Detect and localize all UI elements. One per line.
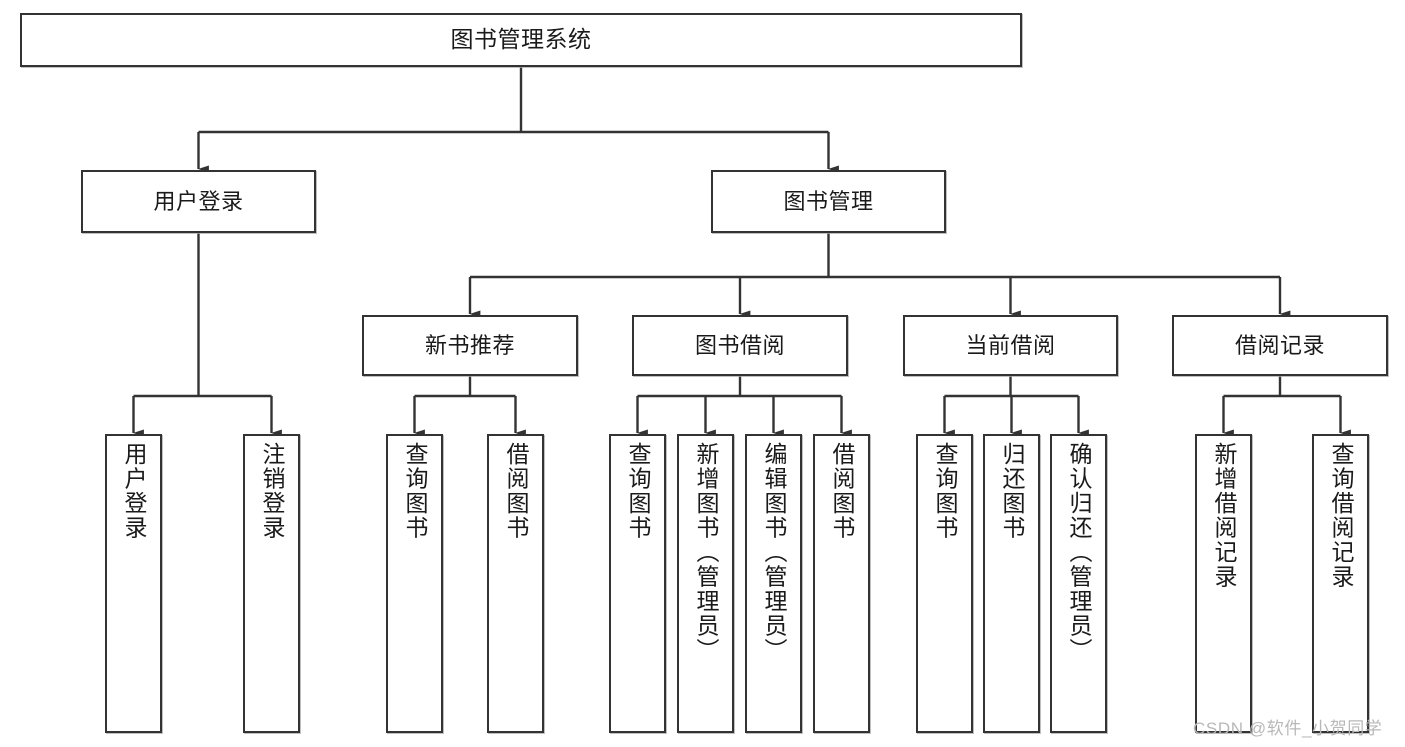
leaf-user-login[interactable]: 用户登录: [105, 434, 162, 733]
node-label: 确认归还（管理员）: [1066, 442, 1092, 663]
node-label: 当前借阅: [965, 332, 1056, 358]
node-label: 查询借阅记录: [1328, 442, 1354, 589]
node-borrowing-record[interactable]: 借阅记录: [1172, 315, 1388, 376]
node-label: 图书管理系统: [450, 26, 592, 53]
node-label: 注销登录: [259, 442, 285, 540]
node-label: 新增借阅记录: [1211, 442, 1237, 589]
node-label: 新增图书（管理员）: [693, 442, 719, 663]
leaf-add-book-admin[interactable]: 新增图书（管理员）: [677, 434, 734, 733]
csdn-watermark: CSDN @软件_小贺同学: [1193, 719, 1383, 738]
leaf-query-book-3[interactable]: 查询图书: [916, 434, 973, 733]
node-label: 用户登录: [121, 442, 147, 540]
node-book-management[interactable]: 图书管理: [711, 170, 946, 233]
node-label: 查询图书: [402, 442, 428, 540]
node-book-management-system[interactable]: 图书管理系统: [20, 13, 1022, 67]
leaf-add-borrow-record[interactable]: 新增借阅记录: [1195, 434, 1252, 733]
leaf-confirm-return-admin[interactable]: 确认归还（管理员）: [1050, 434, 1107, 733]
leaf-logout[interactable]: 注销登录: [243, 434, 300, 733]
node-label: 查询图书: [625, 442, 651, 540]
node-label: 借阅记录: [1234, 332, 1325, 358]
node-label: 新书推荐: [424, 332, 515, 358]
node-label: 用户登录: [153, 188, 244, 214]
node-label: 编辑图书（管理员）: [761, 442, 787, 663]
node-current-borrowing[interactable]: 当前借阅: [903, 315, 1118, 376]
node-label: 图书管理: [783, 188, 874, 214]
node-user-login[interactable]: 用户登录: [81, 170, 316, 233]
node-book-borrowing[interactable]: 图书借阅: [632, 315, 848, 376]
leaf-query-book-2[interactable]: 查询图书: [609, 434, 666, 733]
leaf-return-book[interactable]: 归还图书: [983, 434, 1040, 733]
leaf-query-book-1[interactable]: 查询图书: [386, 434, 443, 733]
leaf-edit-book-admin[interactable]: 编辑图书（管理员）: [745, 434, 802, 733]
node-new-book-recommendation[interactable]: 新书推荐: [362, 315, 578, 376]
leaf-query-borrow-record[interactable]: 查询借阅记录: [1312, 434, 1369, 733]
node-label: 图书借阅: [694, 332, 785, 358]
leaf-borrow-book-2[interactable]: 借阅图书: [813, 434, 870, 733]
node-label: 借阅图书: [829, 442, 855, 540]
leaf-borrow-book-1[interactable]: 借阅图书: [487, 434, 544, 733]
node-label: 借阅图书: [503, 442, 529, 540]
node-label: 查询图书: [932, 442, 958, 540]
node-label: 归还图书: [999, 442, 1025, 540]
